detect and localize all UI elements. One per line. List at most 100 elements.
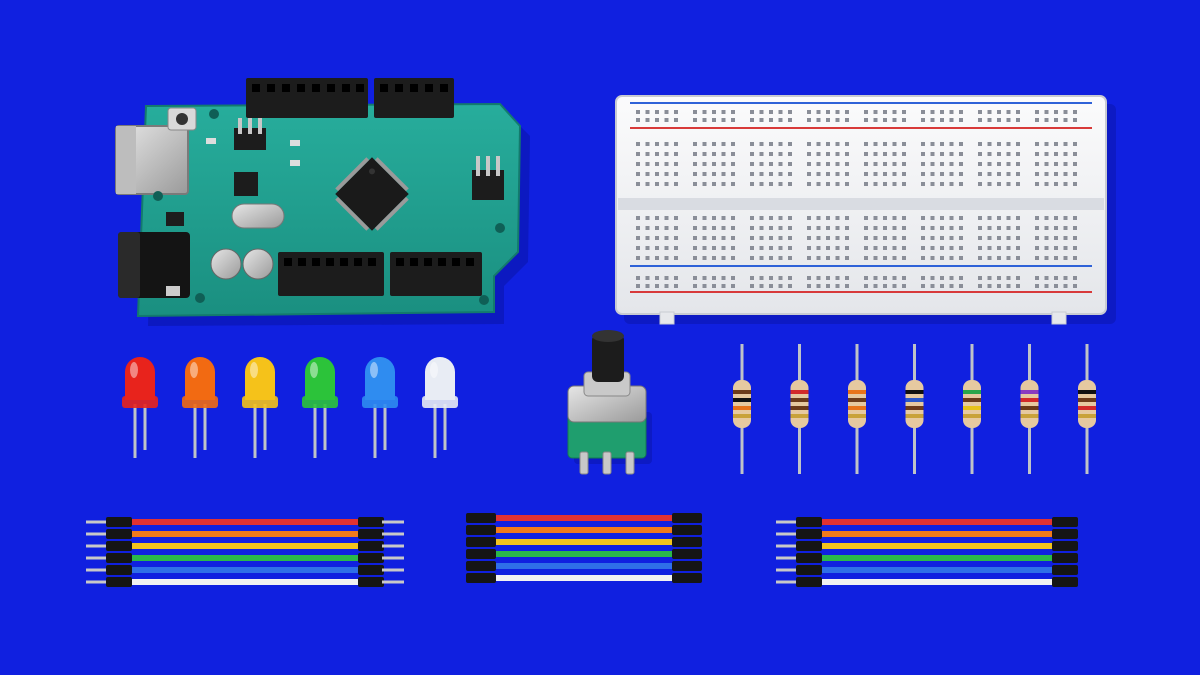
breadboard-hole <box>816 236 821 240</box>
small-chip <box>234 172 258 196</box>
breadboard-hole <box>987 276 992 280</box>
wire-housing <box>358 529 384 539</box>
breadboard-hole <box>702 110 707 114</box>
breadboard-hole <box>1063 172 1068 176</box>
breadboard-hole <box>645 152 650 156</box>
breadboard-hole <box>921 236 925 240</box>
breadboard-hole <box>750 182 754 186</box>
breadboard-hole <box>636 216 640 220</box>
breadboard-hole <box>959 118 963 122</box>
breadboard-hole <box>959 284 963 288</box>
breadboard-hole <box>997 246 1001 250</box>
breadboard-hole <box>949 246 954 250</box>
breadboard-hole <box>778 110 783 114</box>
breadboard-hole <box>645 246 650 250</box>
breadboard-hole <box>959 256 963 260</box>
led-blue <box>362 357 398 458</box>
breadboard-hole <box>721 118 726 122</box>
breadboard-hole <box>1073 142 1077 146</box>
breadboard-hole <box>997 162 1001 166</box>
breadboard-hole <box>1063 276 1068 280</box>
wire-housing <box>358 577 384 587</box>
breadboard-hole <box>1054 172 1058 176</box>
breadboard-hole <box>978 172 982 176</box>
breadboard-hole <box>769 110 773 114</box>
breadboard-hole <box>645 182 650 186</box>
breadboard-hole <box>702 256 707 260</box>
icsp-pins <box>238 118 500 176</box>
breadboard-hole <box>949 226 954 230</box>
breadboard-hole <box>750 284 754 288</box>
breadboard-hole <box>959 236 963 240</box>
breadboard-hole <box>721 246 726 250</box>
breadboard-hole <box>693 226 697 230</box>
breadboard-hole <box>816 142 821 146</box>
breadboard-hole <box>759 226 764 230</box>
breadboard-hole <box>702 226 707 230</box>
led-dome <box>425 357 455 400</box>
breadboard-hole <box>864 182 868 186</box>
breadboard-hole <box>655 118 659 122</box>
breadboard-hole <box>978 110 982 114</box>
breadboard-hole <box>769 216 773 220</box>
breadboard-hole <box>930 276 935 280</box>
wire-housing <box>796 577 822 587</box>
breadboard-hole <box>702 152 707 156</box>
breadboard-hole <box>636 284 640 288</box>
wire-housing <box>466 561 496 571</box>
breadboard-hole <box>1054 142 1058 146</box>
wire-housing <box>106 541 132 551</box>
breadboard-hole <box>788 276 792 280</box>
wire-housing <box>106 529 132 539</box>
breadboard-hole <box>731 162 735 166</box>
breadboard-hole <box>702 162 707 166</box>
resistor-band <box>905 390 924 394</box>
breadboard-hole <box>826 152 830 156</box>
breadboard-hole <box>873 182 878 186</box>
breadboard-hole <box>645 162 650 166</box>
breadboard-hole <box>1063 142 1068 146</box>
breadboard-hole <box>769 246 773 250</box>
wire-housing <box>466 573 496 583</box>
breadboard-hole <box>712 226 716 230</box>
breadboard-hole <box>873 284 878 288</box>
breadboard-hole <box>693 216 697 220</box>
breadboard-hole <box>712 110 716 114</box>
header-top-left <box>246 78 368 118</box>
breadboard-hole <box>674 236 678 240</box>
breadboard-hole <box>721 256 726 260</box>
breadboard-foot-right <box>1051 311 1067 325</box>
breadboard-hole <box>978 284 982 288</box>
breadboard-hole <box>902 226 906 230</box>
breadboard-hole <box>873 246 878 250</box>
wire-housing <box>672 513 702 523</box>
breadboard-hole <box>1006 172 1011 176</box>
breadboard-hole <box>712 216 716 220</box>
breadboard-hole <box>807 246 811 250</box>
breadboard-hole <box>1044 182 1049 186</box>
breadboard-hole <box>693 182 697 186</box>
breadboard-hole <box>835 256 840 260</box>
breadboard-hole <box>978 142 982 146</box>
breadboard-hole <box>949 236 954 240</box>
breadboard-hole <box>978 236 982 240</box>
breadboard-hole <box>674 246 678 250</box>
breadboard-hole <box>835 152 840 156</box>
breadboard-hole <box>1073 216 1077 220</box>
breadboard-hole <box>845 162 849 166</box>
breadboard-hole <box>759 182 764 186</box>
breadboard-hole <box>816 276 821 280</box>
breadboard-hole <box>978 246 982 250</box>
breadboard-hole <box>655 246 659 250</box>
breadboard-hole <box>949 284 954 288</box>
wire-housing <box>358 553 384 563</box>
breadboard-hole <box>645 226 650 230</box>
breadboard-hole <box>1073 226 1077 230</box>
breadboard-hole <box>949 142 954 146</box>
breadboard-hole <box>826 118 830 122</box>
breadboard-hole <box>759 256 764 260</box>
breadboard-hole <box>1044 118 1049 122</box>
breadboard-hole <box>1044 246 1049 250</box>
breadboard-hole <box>883 118 887 122</box>
